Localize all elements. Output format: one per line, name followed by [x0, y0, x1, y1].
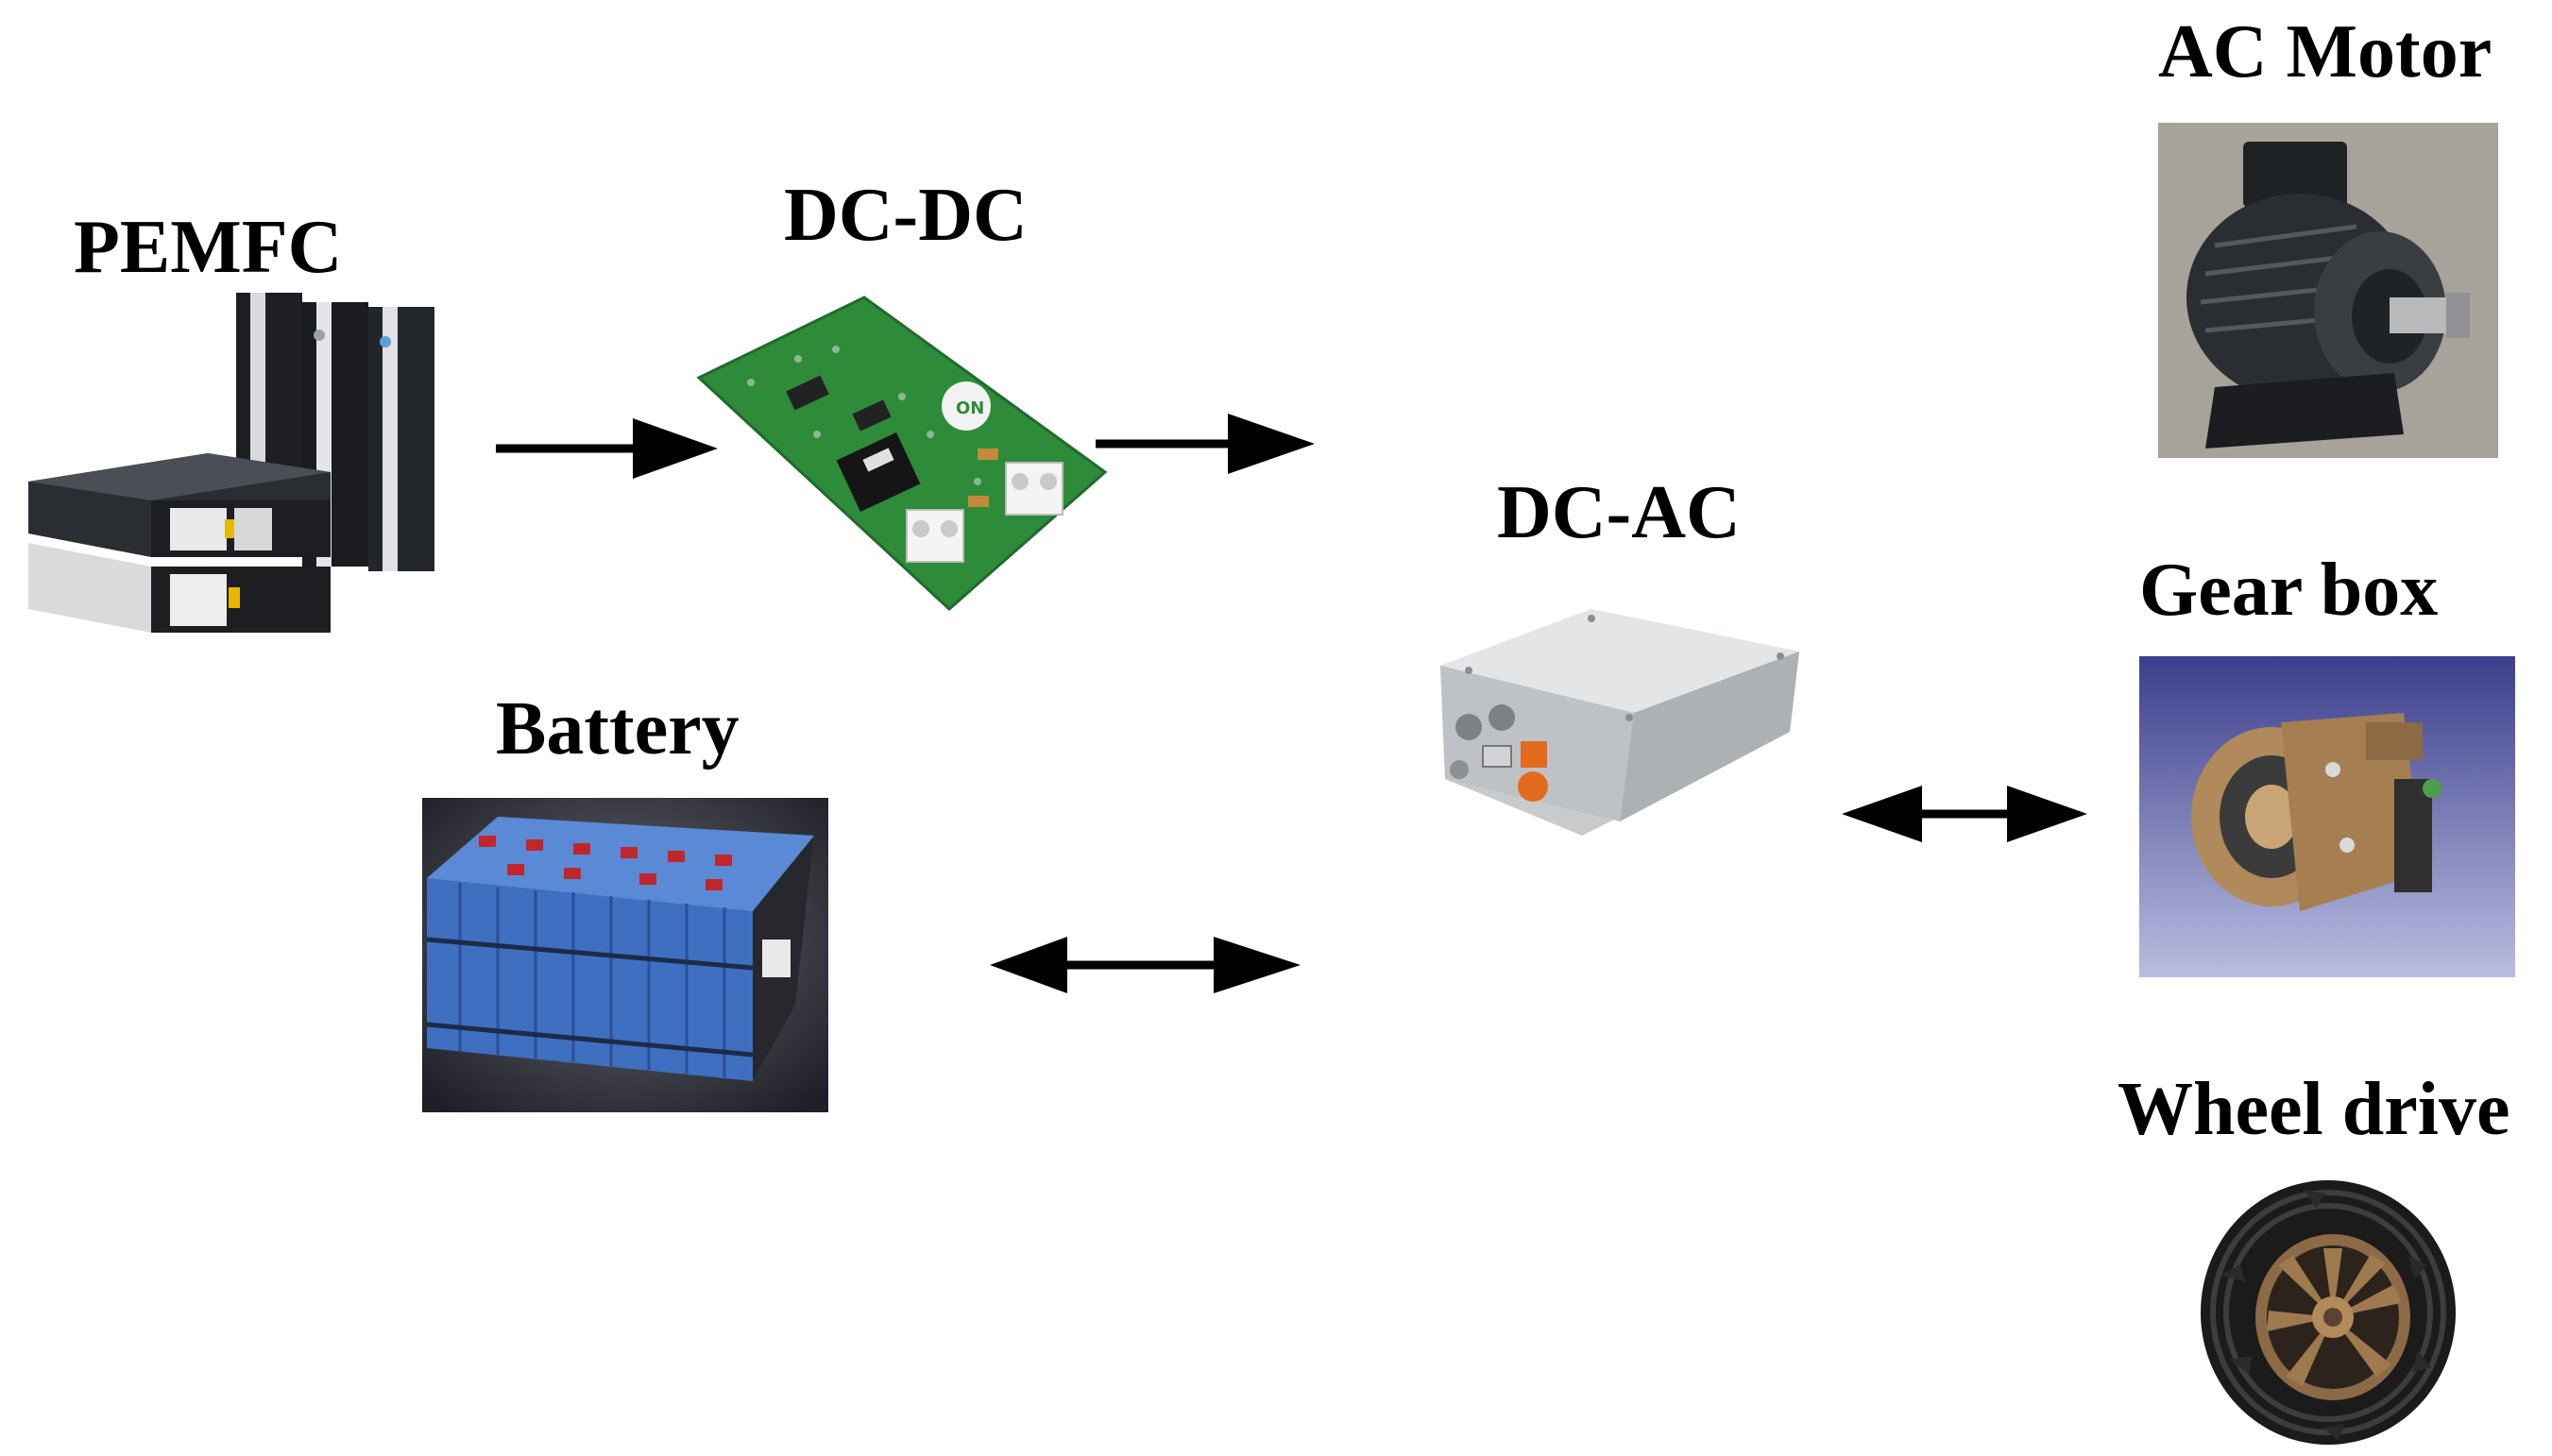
battery-pack-image	[422, 798, 828, 1112]
arrow-pemfc-to-dcdc	[496, 418, 718, 479]
svg-text:ON: ON	[956, 398, 984, 418]
arrow-dcac-gearbox	[1842, 786, 2087, 842]
pemfc-label: PEMFC	[74, 206, 343, 289]
wheel-drive-image	[2201, 1180, 2456, 1445]
pemfc-image	[28, 293, 434, 633]
gear-box-image	[2139, 656, 2515, 977]
dcdc-label: DC-DC	[784, 174, 1028, 257]
dcac-inverter-image	[1440, 609, 1799, 836]
pemfc-flat-stack	[28, 453, 331, 633]
arrow-battery-dcac	[990, 937, 1301, 993]
arrow-dcdc-to-dcac	[1096, 414, 1315, 474]
ac-motor-image	[2158, 123, 2498, 458]
dcac-label: DC-AC	[1497, 471, 1741, 554]
battery-label: Battery	[496, 687, 740, 770]
ac-motor-label: AC Motor	[2158, 10, 2492, 93]
gear-box-label: Gear box	[2139, 549, 2439, 632]
wheel-drive-label: Wheel drive	[2118, 1068, 2510, 1151]
dcdc-board-image: ON	[696, 296, 1108, 612]
